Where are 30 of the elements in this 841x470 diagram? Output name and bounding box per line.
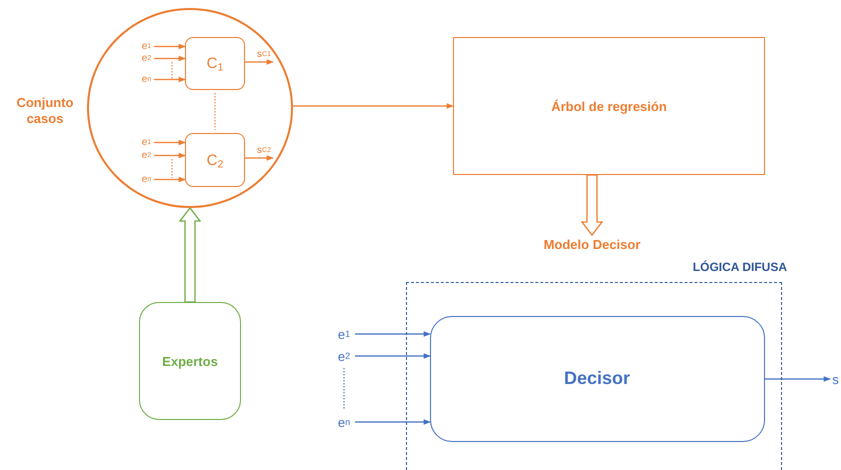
block-arrow [178, 206, 202, 303]
arrow [154, 76, 186, 82]
box-label: Árbol de regresión [551, 98, 667, 114]
output-label: Modelo Decisor [528, 235, 656, 253]
arrow [355, 331, 431, 337]
arrow [154, 140, 186, 146]
case-box [185, 37, 245, 90]
arrow [154, 44, 186, 50]
block-arrow [580, 174, 604, 236]
arrow [245, 59, 274, 65]
ellipsis-line [214, 92, 216, 130]
group-heading: LÓGICA DIFUSA [692, 260, 787, 275]
source-box [139, 302, 241, 420]
arrow [293, 103, 454, 109]
process-box [430, 316, 764, 442]
arrow [154, 176, 186, 182]
group-heading: Conjunto casos [15, 95, 75, 128]
box-label: Decisor [564, 368, 630, 389]
process-box [453, 37, 765, 175]
box-label: Expertos [162, 354, 218, 368]
case-box [185, 133, 245, 187]
arrow [355, 419, 431, 425]
arrow [765, 376, 831, 382]
arrow [154, 152, 186, 158]
box-label: C$_{2}$ [206, 152, 224, 168]
output-label: s [830, 370, 841, 388]
arrow [245, 155, 274, 161]
arrow [154, 56, 186, 62]
arrow [355, 353, 431, 359]
box-label: C$_{1}$ [206, 55, 224, 72]
